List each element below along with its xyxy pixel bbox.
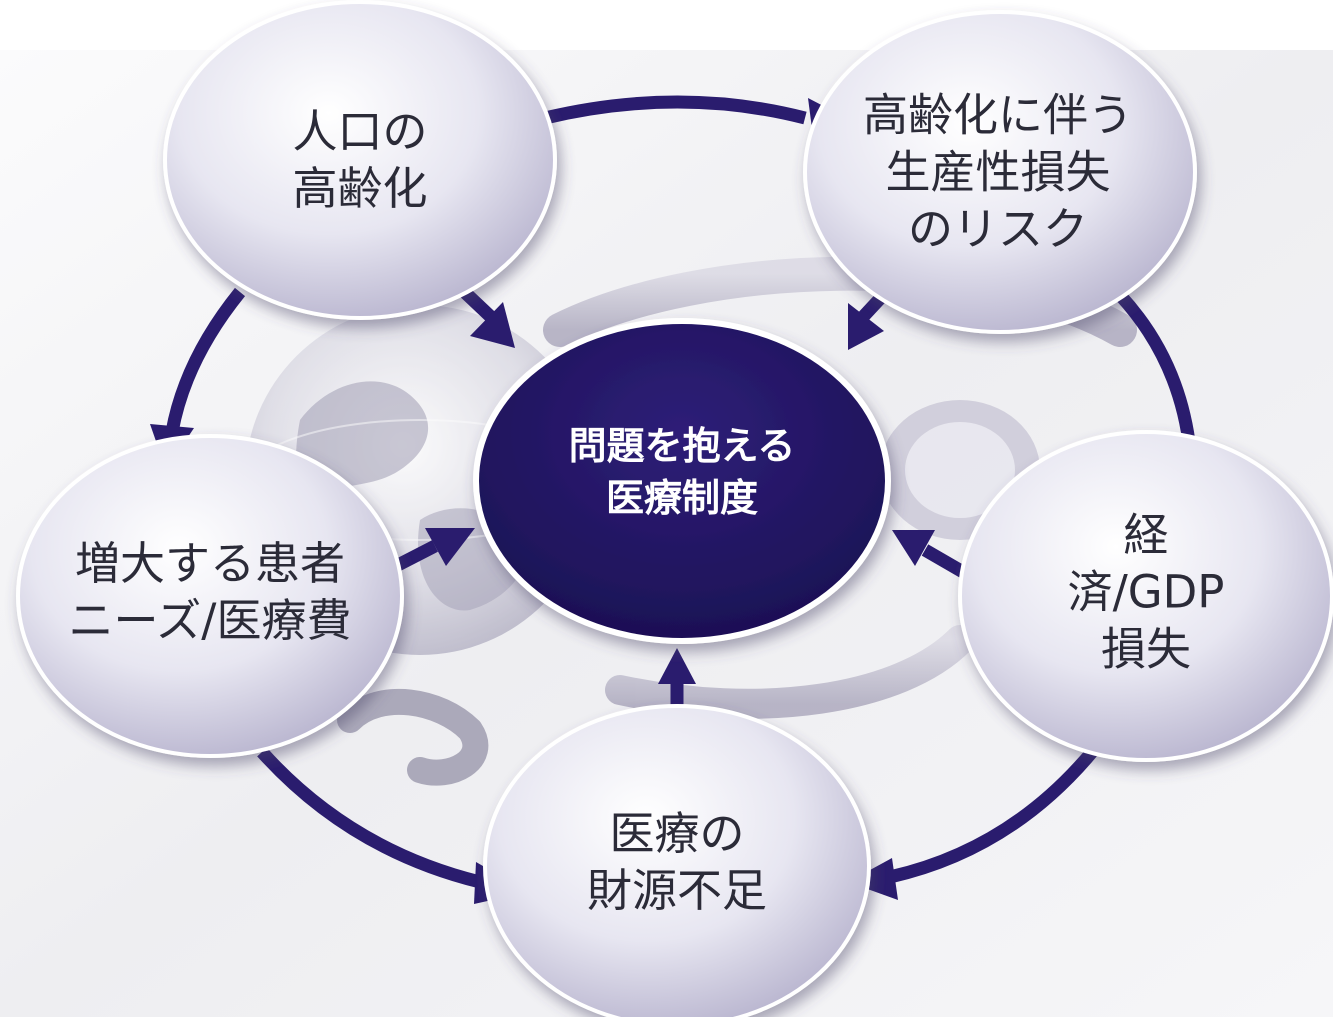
center-circle — [473, 318, 891, 644]
arrow-aging-to-productivity — [543, 95, 807, 125]
node-economy-label: 経済/GDP 損失 — [1067, 508, 1225, 676]
center-label: 問題を抱える 医療制度 — [568, 424, 796, 520]
arrow-aging-to-needs — [165, 287, 246, 434]
node-productivity-label: 高齢化に伴う 生産性損失 のリスク — [862, 88, 1134, 256]
arrowhead — [848, 303, 884, 350]
arrow-productivity-to-economy — [1115, 290, 1197, 451]
arrow-economy-to-center — [921, 544, 967, 578]
node-needs-label: 増大する患者 ニーズ/医療費 — [68, 537, 352, 647]
arrowhead — [892, 530, 935, 566]
node-circle-needs — [16, 434, 404, 758]
node-circle-productivity — [803, 10, 1197, 334]
node-funding-label: 医療の 財源不足 — [586, 807, 768, 917]
arrowhead — [470, 302, 515, 348]
arrowhead — [848, 858, 898, 900]
node-circle-aging — [163, 0, 557, 320]
arrow-needs-to-center — [395, 540, 438, 571]
node-circle-funding — [483, 704, 871, 1017]
node-circle-economy — [958, 430, 1333, 762]
arrowhead — [425, 528, 475, 566]
arrow-economy-to-funding — [888, 747, 1097, 884]
arrow-needs-to-funding — [257, 747, 482, 889]
arrowhead — [658, 648, 696, 684]
node-aging-label: 人口の 高齢化 — [292, 105, 428, 215]
